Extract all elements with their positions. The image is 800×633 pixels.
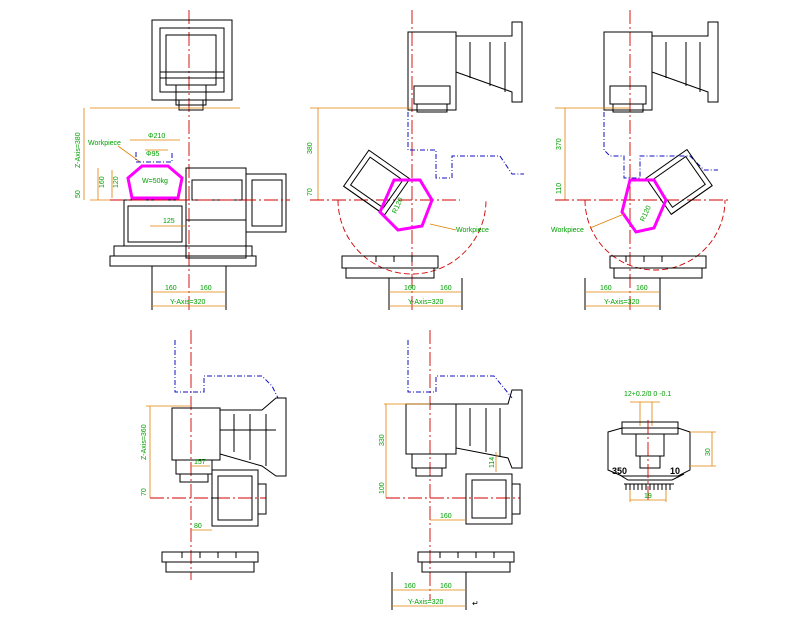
y-dim-160b: 160: [636, 285, 648, 292]
y-dim-160b: 160: [440, 583, 452, 590]
dim-110: 110: [556, 183, 563, 194]
z-axis-dim: Z-Axis=360: [141, 424, 148, 460]
spindle-head: [603, 31, 653, 111]
y-axis-dim: Y-Axis=320: [408, 299, 443, 306]
dia-210: Φ210: [148, 133, 165, 140]
z-axis-dim: Z-Axis=380: [75, 132, 82, 168]
spindle-head: [407, 31, 457, 111]
dim-70: 70: [307, 188, 314, 196]
y-axis-dim: Y-Axis=320: [604, 299, 639, 306]
spindle-path: [174, 340, 279, 399]
y-axis-dim: Y-Axis=320: [408, 599, 443, 606]
dim-160: 160: [440, 513, 452, 520]
y-dim-160a: 160: [165, 285, 177, 292]
dim-50: 50: [75, 190, 82, 198]
spindle-path: [603, 112, 718, 179]
spindle-head: [151, 19, 233, 101]
workpiece-shape: [620, 178, 668, 234]
workpiece-shape: [126, 164, 184, 200]
dim-160: 160: [99, 176, 106, 188]
spindle-head: [405, 403, 457, 455]
view-detail: 12+0.2/0 0 -0.1 30 350 10 19: [607, 391, 716, 502]
spindle-head: [171, 407, 221, 461]
return-mark: ↵: [472, 599, 479, 608]
dim-114: 114: [489, 457, 496, 468]
view-tilt-left: 380 70 R120 Workpiece 160 160 Y-Axis=320: [307, 10, 524, 310]
dim-10: 10: [670, 466, 680, 476]
y-dim-160a: 160: [600, 285, 612, 292]
dim-330: 330: [379, 434, 386, 446]
workpiece-label: Workpiece: [456, 227, 489, 234]
base-plate: [341, 255, 439, 269]
dim-370: 370: [556, 138, 563, 150]
view-bottom-left: Z-Axis=360 70 157 80: [141, 330, 287, 580]
dim-120: 120: [113, 176, 120, 188]
base-plate: [161, 551, 259, 563]
swing-arc: [584, 199, 726, 271]
workpiece-outline: [135, 152, 173, 163]
motor-housing: [185, 167, 247, 259]
view-front: Z-Axis=380 50 Workpiece Φ210 Φ95 W=50kg …: [75, 10, 290, 310]
workpiece-shape: [378, 178, 434, 232]
dim-19: 19: [644, 493, 652, 500]
view-tilt-right: 370 110 R120 Workpiece 160 160 Y-Axis=32…: [551, 10, 730, 310]
base-plate: [417, 551, 515, 563]
y-dim-160b: 160: [200, 285, 212, 292]
r120-label: R120: [639, 205, 652, 223]
swing-arc: [337, 199, 487, 275]
dim-70: 70: [141, 488, 148, 496]
dim-80: 80: [194, 523, 202, 530]
dim-157: 157: [194, 459, 206, 466]
dim-100: 100: [379, 482, 386, 494]
weight-label: W=50kg: [142, 178, 168, 185]
dim-30: 30: [705, 448, 712, 456]
y-dim-160b: 160: [440, 285, 452, 292]
dim-350: 350: [612, 466, 627, 476]
r120-label: R120: [391, 197, 404, 215]
t-slot-block: [607, 427, 691, 477]
dim-125: 125: [163, 218, 175, 225]
base-plate: [609, 255, 707, 269]
workpiece-label: Workpiece: [88, 140, 121, 147]
spindle-path: [407, 112, 524, 179]
view-bottom-mid: 330 100 114 160 160 160 Y-Axis=320 ↵: [379, 330, 523, 610]
rotary-table: [123, 199, 187, 247]
y-axis-dim: Y-Axis=320: [170, 299, 205, 306]
dia-95: Φ95: [146, 151, 159, 158]
y-dim-160a: 160: [404, 583, 416, 590]
spindle-path: [407, 340, 513, 399]
dim-380: 380: [307, 142, 314, 154]
y-dim-160a: 160: [404, 285, 416, 292]
tolerance-label: 12+0.2/0 0 -0.1: [624, 391, 671, 398]
rotary-table: [465, 473, 513, 525]
workpiece-label: Workpiece: [551, 227, 584, 234]
